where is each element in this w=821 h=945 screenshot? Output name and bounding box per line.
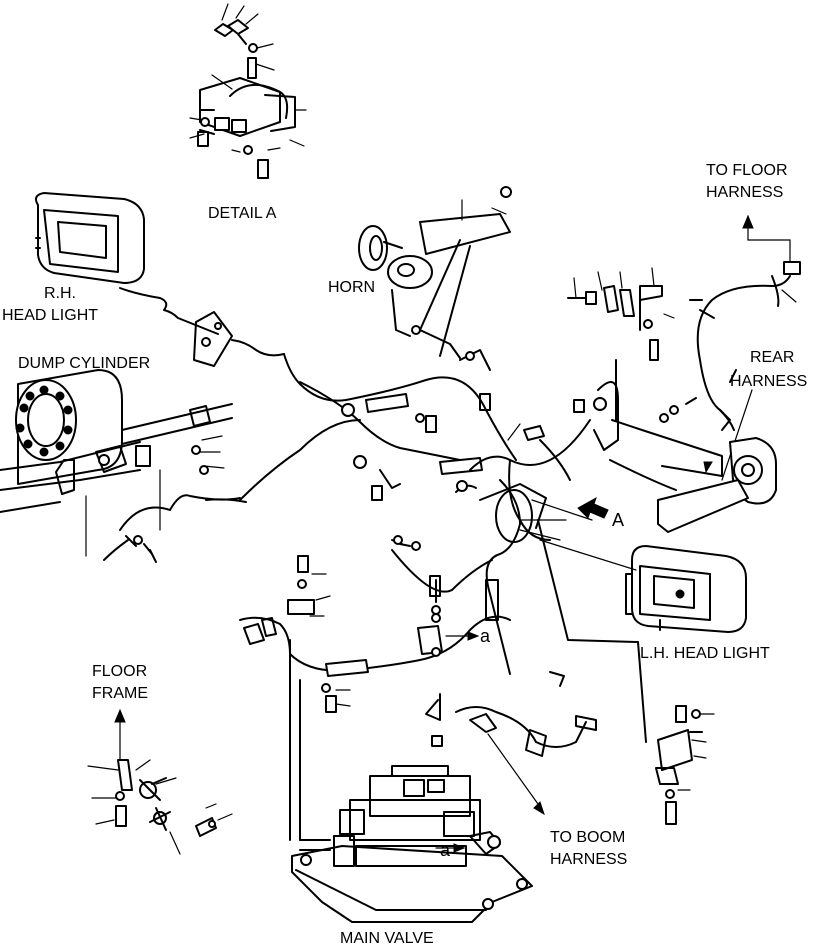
rh-head-light-label-1: R.H. — [44, 285, 76, 302]
to-floor-harness-label-1: TO FLOOR — [706, 162, 788, 179]
rh-head-light: R.H. HEAD LIGHT — [2, 192, 285, 367]
main-valve-label: MAIN VALVE — [340, 930, 434, 945]
floor-frame: FLOOR FRAME — [87, 663, 233, 855]
to-boom-harness-label-2: HARNESS — [550, 851, 627, 868]
callout-a-upper: a — [480, 626, 491, 646]
view-direction-arrow-icon — [577, 496, 609, 519]
floor-frame-label-2: FRAME — [92, 685, 148, 702]
horn-label: HORN — [328, 279, 375, 296]
rear-harness-label-1: REAR — [750, 349, 794, 366]
view-a-label: A — [612, 510, 624, 530]
floor-frame-label-1: FLOOR — [92, 663, 147, 680]
rear-harness: REAR HARNESS — [609, 349, 807, 533]
rh-head-light-label-2: HEAD LIGHT — [2, 307, 98, 324]
lh-head-light-label: L.H. HEAD LIGHT — [640, 645, 770, 662]
bracket-group-upper-right — [567, 267, 731, 477]
lower-harness: a TO BOOM HARNESS — [239, 555, 627, 868]
to-floor-harness-label-2: HARNESS — [706, 184, 783, 201]
lh-head-light: L.H. HEAD LIGHT — [539, 539, 770, 662]
horn: HORN — [328, 186, 512, 357]
dump-cylinder-label: DUMP CYLINDER — [18, 355, 150, 372]
to-boom-harness-label-1: TO BOOM — [550, 829, 625, 846]
dump-cylinder: DUMP CYLINDER — [0, 355, 241, 563]
detail-a-label: DETAIL A — [208, 205, 277, 222]
callout-a-lower: a — [440, 840, 451, 860]
main-valve: a MAIN VALVE — [291, 765, 533, 945]
main-harness-center — [205, 325, 647, 743]
view-a-arrow: A — [577, 496, 624, 530]
right-lower-bracket — [655, 705, 715, 825]
to-floor-harness: TO FLOOR HARNESS — [689, 162, 801, 431]
detail-a-group: DETAIL A — [189, 3, 307, 222]
rear-harness-label-2: HARNESS — [730, 373, 807, 390]
